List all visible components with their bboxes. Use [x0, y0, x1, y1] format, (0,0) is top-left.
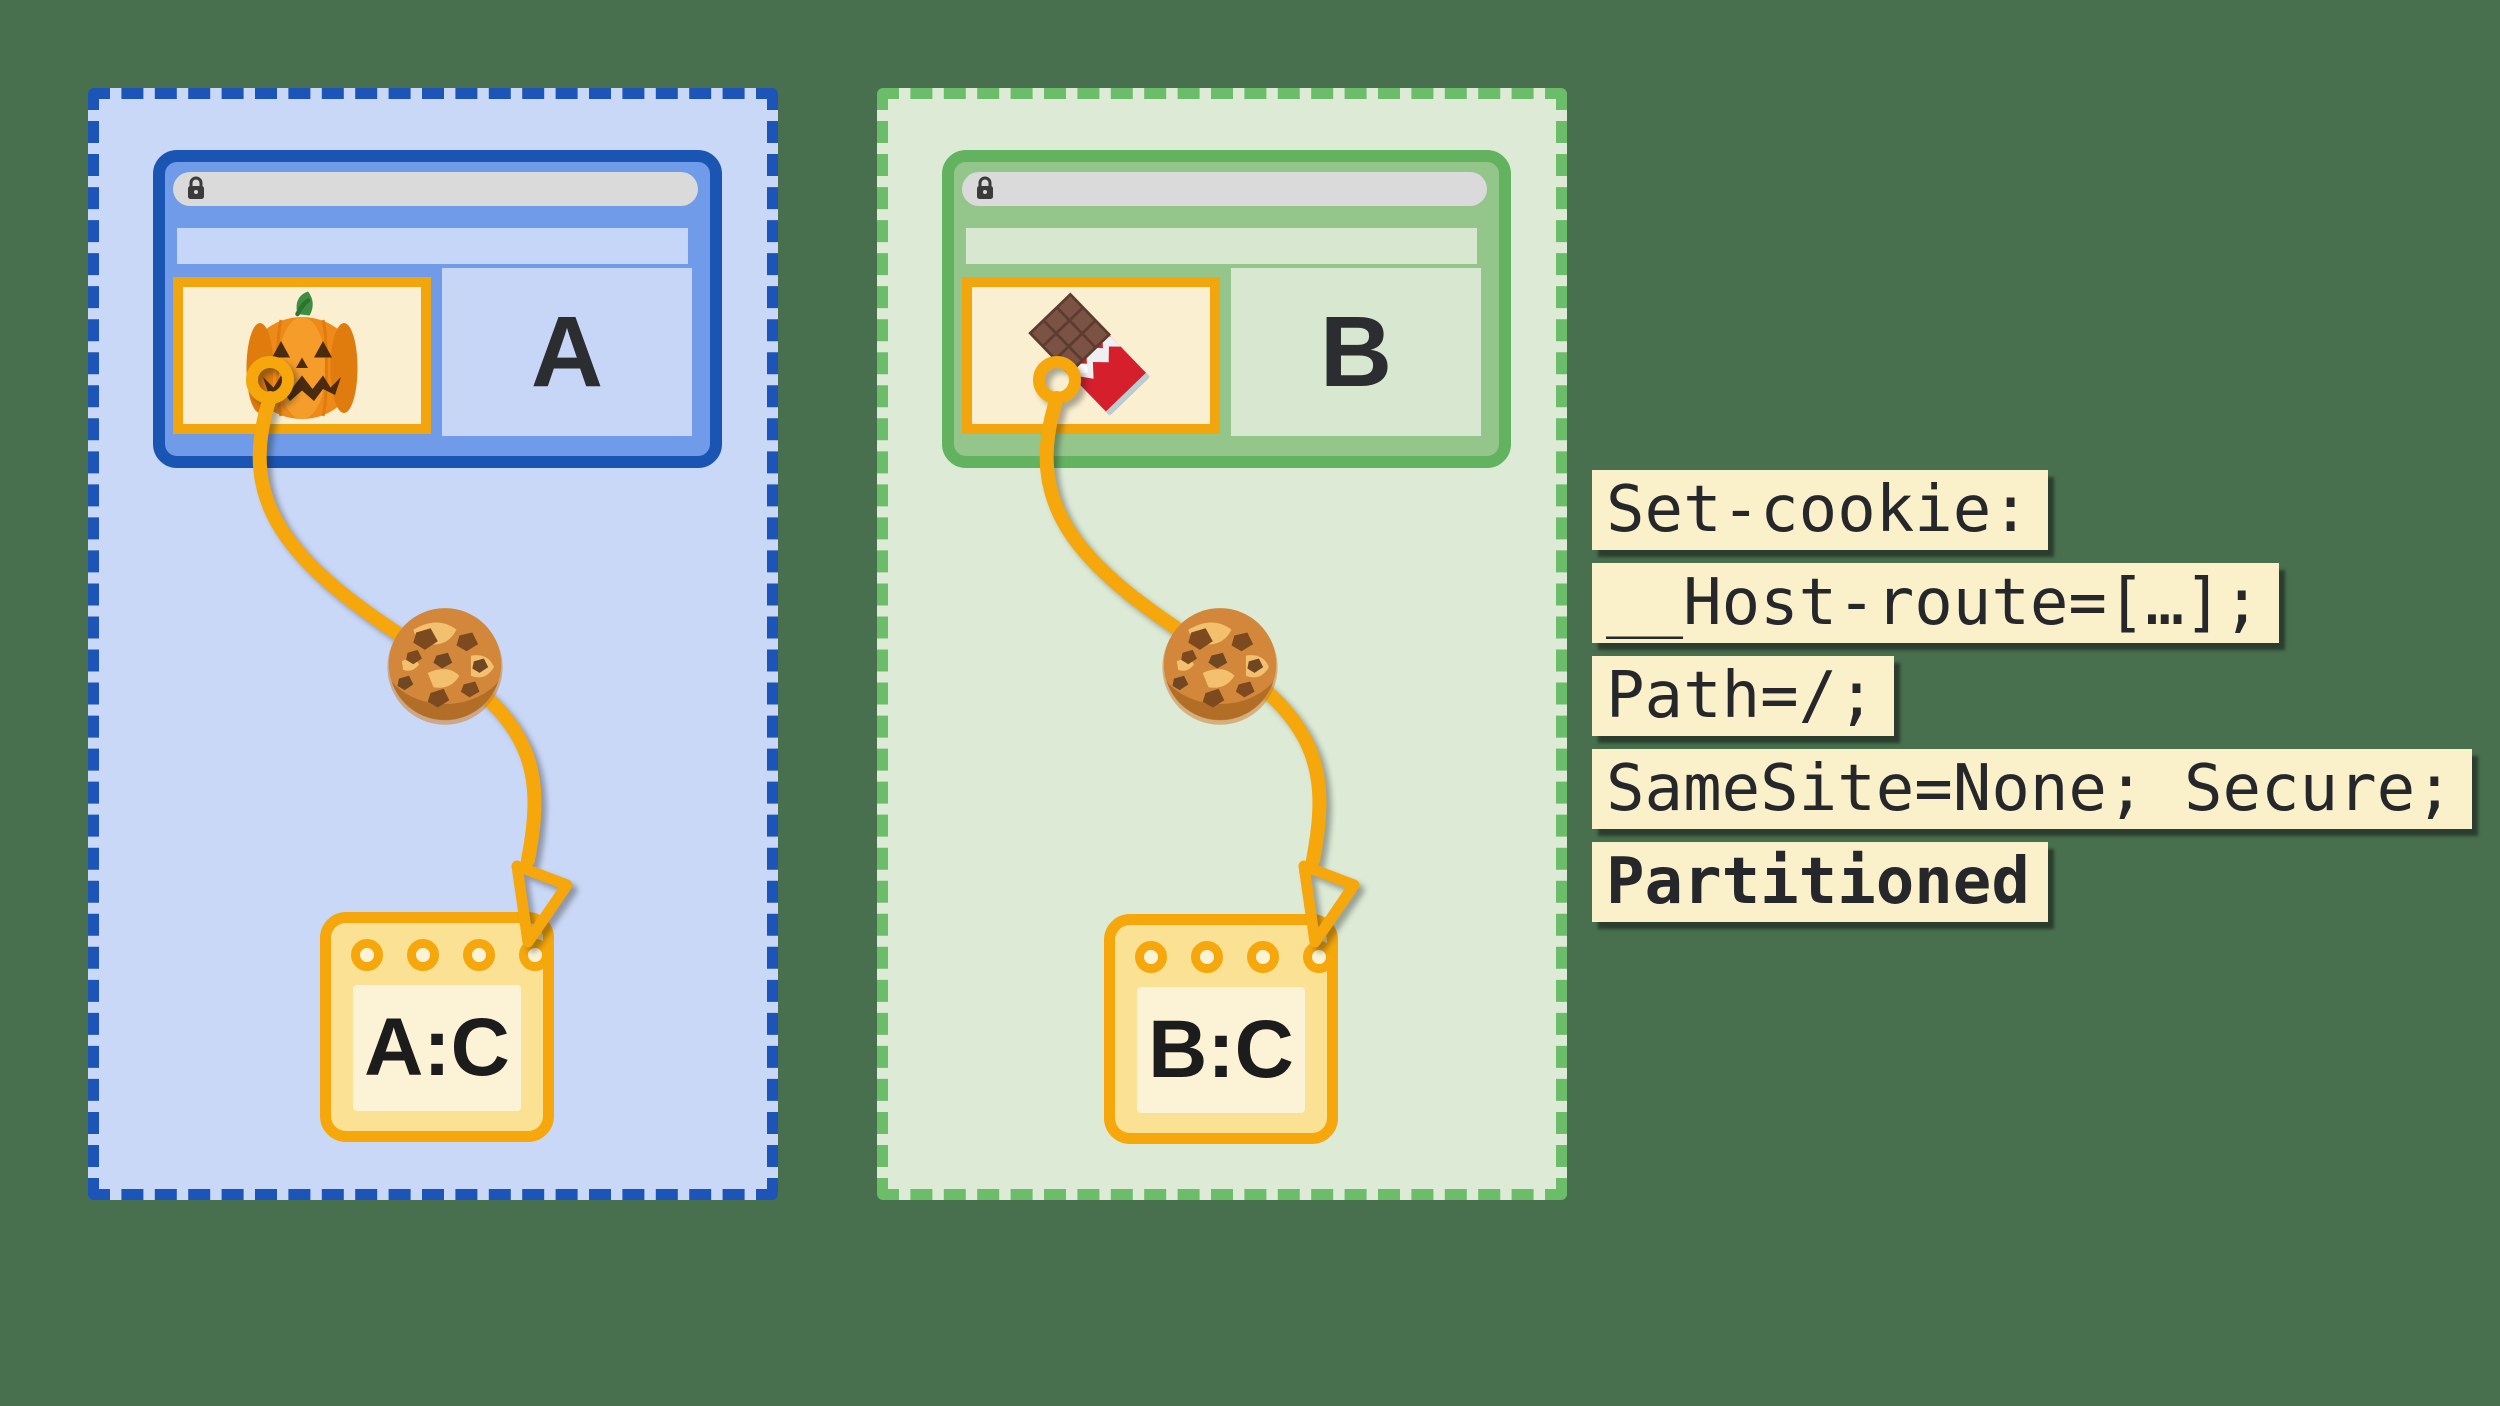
url-bar [962, 172, 1487, 206]
code-line: __Host-route=[…]; [1592, 563, 2280, 643]
jar-dot-icon [351, 939, 383, 971]
jar-dots [1135, 941, 1335, 973]
jar-label-a: A:C [364, 1002, 510, 1093]
code-line: SameSite=None; Secure; [1592, 749, 2472, 829]
chocolate-bar-icon [1028, 291, 1150, 416]
cookie-jar-b: B:C [1104, 914, 1338, 1144]
url-bar [173, 172, 698, 206]
browser-window-b: B [942, 150, 1511, 468]
jar-dot-icon [463, 939, 495, 971]
cookie-jar-a: A:C [320, 912, 554, 1142]
site-b-label: B [1319, 296, 1393, 408]
code-line: Path=/; [1592, 656, 1894, 736]
code-line: Set-cookie: [1592, 470, 2048, 550]
set-cookie-header-code: Set-cookie: __Host-route=[…]; Path=/; Sa… [1592, 470, 2472, 935]
jar-dot-icon [1191, 941, 1223, 973]
jar-label-b: B:C [1148, 1004, 1294, 1095]
code-line-partitioned: Partitioned [1592, 842, 2048, 922]
jar-partition-key-b: B:C [1137, 987, 1305, 1113]
page-content-strip [966, 228, 1477, 264]
jar-dot-icon [1135, 941, 1167, 973]
jack-o-lantern-icon [246, 291, 358, 419]
jar-partition-key-a: A:C [353, 985, 521, 1111]
top-site-panel-b: B [1231, 268, 1481, 436]
lock-icon [977, 176, 993, 199]
jar-dot-icon [1247, 941, 1279, 973]
browser-window-a: A [153, 150, 722, 468]
page-content-strip [177, 228, 688, 264]
jar-dot-icon [1303, 941, 1335, 973]
lock-icon [188, 176, 204, 199]
jar-dot-icon [519, 939, 551, 971]
top-site-panel-a: A [442, 268, 692, 436]
embedded-iframe-site-c [173, 277, 431, 434]
site-a-label: A [530, 296, 604, 408]
jar-dots [351, 939, 551, 971]
embedded-iframe-site-c [962, 277, 1220, 434]
jar-dot-icon [407, 939, 439, 971]
